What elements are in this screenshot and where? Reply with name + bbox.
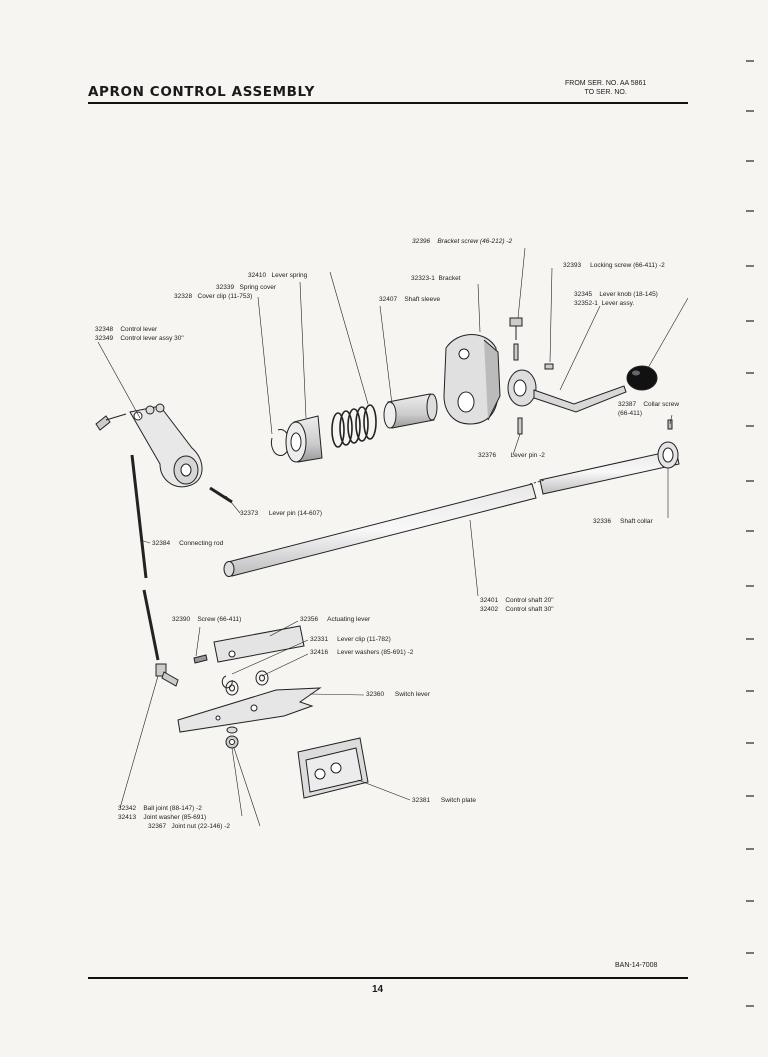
- leader-lines: [97, 247, 689, 827]
- serial-range: FROM SER. NO. AA 5861 TO SER. NO.: [565, 79, 646, 97]
- part-label-32416: 32416 Lever washers (85-691) -2: [310, 649, 414, 656]
- page-title: APRON CONTROL ASSEMBLY: [88, 84, 315, 100]
- part-label-32331: 32331 Lever clip (11-782): [310, 636, 391, 643]
- lever-pin-small: [209, 486, 233, 504]
- shaft-collar: [657, 419, 679, 469]
- footer-rule: [88, 977, 688, 979]
- part-label-32342: 32342 Ball joint (88-147) -2: [118, 805, 202, 812]
- serial-to: TO SER. NO.: [584, 89, 627, 96]
- cover-clip: [270, 429, 290, 456]
- control-shaft: [223, 449, 680, 577]
- part-label-32328: 32328 Cover clip (11-753): [174, 293, 253, 300]
- part-label-32410: 32410 Lever spring: [248, 272, 308, 279]
- spring-cover: [285, 415, 323, 463]
- bracket: [443, 334, 501, 425]
- control-lever: [129, 405, 203, 488]
- part-label-32376: 32376 Lever pin -2: [478, 452, 545, 459]
- locking-screw: [544, 363, 554, 370]
- lever-assembly: [507, 369, 627, 413]
- switch-lever: [177, 687, 322, 733]
- part-label-32390: 32390 Screw (66-411): [172, 616, 242, 623]
- page-number: 14: [372, 984, 384, 995]
- shaft-sleeve: [383, 393, 438, 429]
- part-label-32348: 32348 Control lever: [95, 326, 158, 333]
- part-label-32323-1: 32323-1 Bracket: [411, 275, 461, 282]
- header-rule: [88, 102, 688, 104]
- lever-knob: [626, 365, 658, 391]
- part-label-32349: 32349 Control lever assy 30": [95, 335, 184, 342]
- document-number: BAN-14-7008: [615, 962, 658, 969]
- part-label-32367: 32367 Joint nut (22-146) -2: [148, 823, 231, 830]
- serial-from: FROM SER. NO. AA 5861: [565, 80, 647, 87]
- connecting-rod: [130, 454, 160, 661]
- part-label-32407: 32407 Shaft sleeve: [379, 296, 441, 303]
- part-label-32352-1: 32352-1 Lever assy.: [574, 300, 635, 307]
- ball-joint: [155, 663, 179, 687]
- bracket-screw: [509, 317, 523, 340]
- part-label-32401: 32401 Control shaft 20": [480, 597, 554, 604]
- lever-pin-lower: [517, 417, 523, 435]
- lever-pin-upper: [513, 343, 519, 361]
- actuating-lever: [213, 625, 305, 663]
- wing-bolt: [95, 403, 165, 431]
- part-label-32360: 32360 Switch lever: [366, 691, 430, 698]
- part-label-32339: 32339 Spring cover: [216, 284, 276, 291]
- lever-clip: [221, 675, 233, 689]
- part-label-32356: 32356 Actuating lever: [300, 616, 371, 623]
- lever-washers: [225, 670, 269, 696]
- part-label-32402: 32402 Control shaft 30": [480, 606, 554, 613]
- part-label-32413: 32413 Joint washer (85-691): [118, 814, 207, 821]
- part-label-32396: 32396 Bracket screw (46-212) -2: [412, 238, 513, 245]
- switch-plate: [297, 737, 369, 799]
- part-label-32387: 32387 Collar screw: [618, 401, 680, 408]
- part-label-32384: 32384 Connecting rod: [152, 540, 224, 547]
- part-label-32336: 32336 Shaft collar: [593, 518, 653, 525]
- part-label-32387-spec: (66-411): [618, 410, 643, 417]
- part-label-32393: 32393 Locking screw (66-411) -2: [563, 262, 665, 269]
- lever-spring: [331, 404, 377, 448]
- part-label-32345: 32345 Lever knob (18-145): [574, 291, 658, 298]
- screw: [193, 654, 208, 664]
- part-label-32373: 32373 Lever pin (14-607): [240, 510, 323, 517]
- part-label-32381: 32381 Switch plate: [412, 797, 476, 804]
- joint-nut: [225, 726, 239, 749]
